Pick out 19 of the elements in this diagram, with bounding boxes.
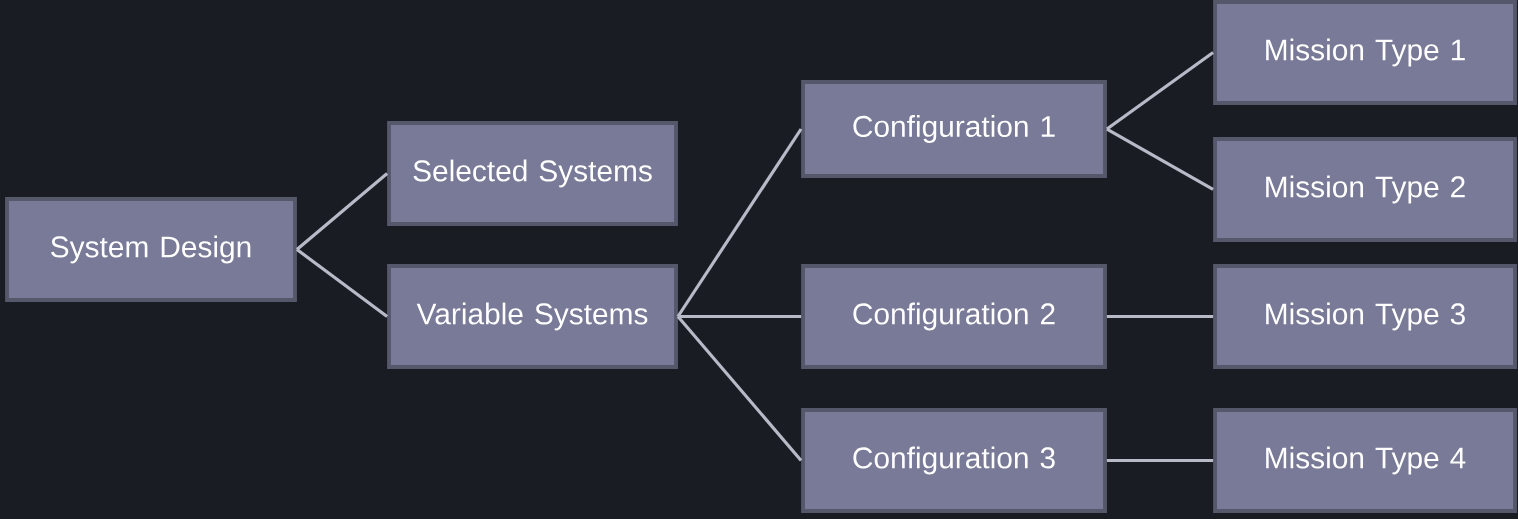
configuration-box: Configuration 2 [801,264,1107,369]
configuration-box: Configuration 1 [801,80,1107,178]
mission-box: Mission Type 4 [1213,408,1517,513]
connector-line [1106,314,1214,319]
mission-box: Mission Type 1 [1213,0,1517,105]
connector-line [676,128,803,318]
connector-line [1106,51,1214,131]
connector-line [296,248,388,318]
connector-line [295,172,389,251]
connector-line [676,315,803,462]
connector-line [1106,127,1214,191]
mission-box: Mission Type 2 [1213,137,1517,242]
root-box: System Design [5,197,297,302]
connector-line [677,314,802,319]
connector-line [1106,458,1214,463]
branch-box: Variable Systems [387,264,678,369]
configuration-box: Configuration 3 [801,408,1107,513]
branch-box: Selected Systems [387,121,678,226]
mission-box: Mission Type 3 [1213,264,1517,369]
